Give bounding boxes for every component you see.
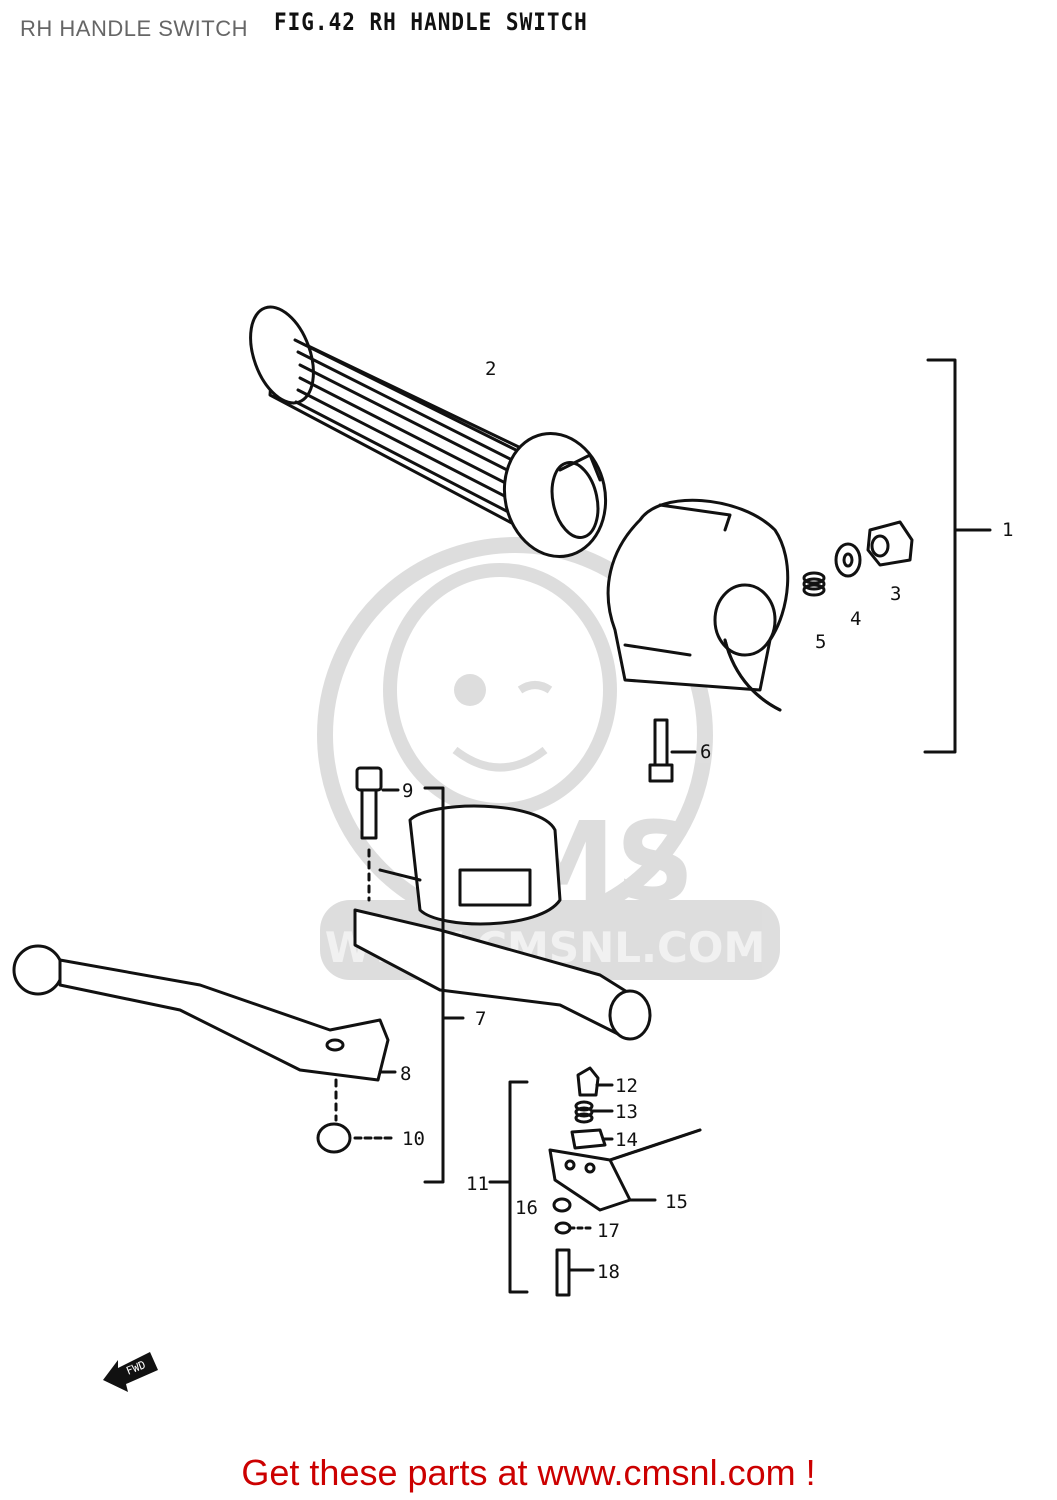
brake-switch-parts-12-18 [548, 1066, 702, 1297]
callout-1: 1 [1002, 519, 1013, 541]
callout-18: 18 [597, 1261, 620, 1283]
callout-5: 5 [815, 631, 826, 653]
page-title: RH HANDLE SWITCH [20, 16, 249, 41]
callout-4: 4 [850, 608, 861, 630]
nut-part-10 [316, 1122, 397, 1154]
footer-cms-link[interactable]: Get these parts at www.cmsnl.com ! [241, 1452, 816, 1493]
callout-2: 2 [485, 358, 496, 380]
brake-lever-part-8 [12, 944, 397, 1122]
callout-7: 7 [475, 1008, 486, 1030]
callout-15: 15 [665, 1191, 688, 1213]
throttle-grip-part-2 [249, 305, 608, 559]
figure-title: FIG.42 RH HANDLE SWITCH [274, 8, 588, 36]
bracket-part-7 [423, 786, 465, 1184]
switch-housing-part-1 [606, 498, 790, 712]
bolt-part-9 [355, 766, 400, 902]
callout-3: 3 [890, 583, 901, 605]
small-parts-3-4-5 [802, 520, 914, 597]
bracket-part-1 [923, 358, 992, 754]
callout-16: 16 [515, 1197, 538, 1219]
callout-8: 8 [400, 1063, 411, 1085]
callout-14: 14 [615, 1129, 638, 1151]
callout-9: 9 [402, 780, 413, 802]
screw-part-6 [648, 718, 697, 783]
master-cylinder-part-7 [353, 804, 652, 1041]
callout-13: 13 [615, 1101, 638, 1123]
callout-6: 6 [700, 741, 711, 763]
callout-10: 10 [402, 1128, 425, 1150]
fwd-arrow-icon: FWD [103, 1352, 158, 1392]
callout-11: 11 [466, 1173, 489, 1195]
callout-17: 17 [597, 1220, 620, 1242]
callout-12: 12 [615, 1075, 638, 1097]
bracket-part-11 [488, 1080, 529, 1294]
